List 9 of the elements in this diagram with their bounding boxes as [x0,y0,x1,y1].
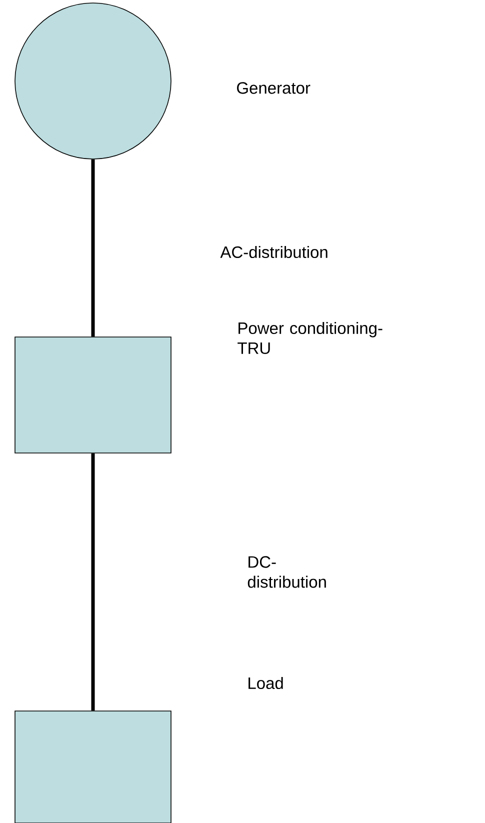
text-label: Power conditioning-TRU [238,322,382,354]
text-label: Load [248,676,283,690]
connector-line [91,159,95,337]
text-label: DC-distribution [248,556,326,588]
connector-line [91,453,95,711]
text-label: AC-distribution [220,246,328,258]
circle-shape [14,2,172,160]
node-label: Generator [237,82,310,94]
rectangle-box [14,336,172,454]
